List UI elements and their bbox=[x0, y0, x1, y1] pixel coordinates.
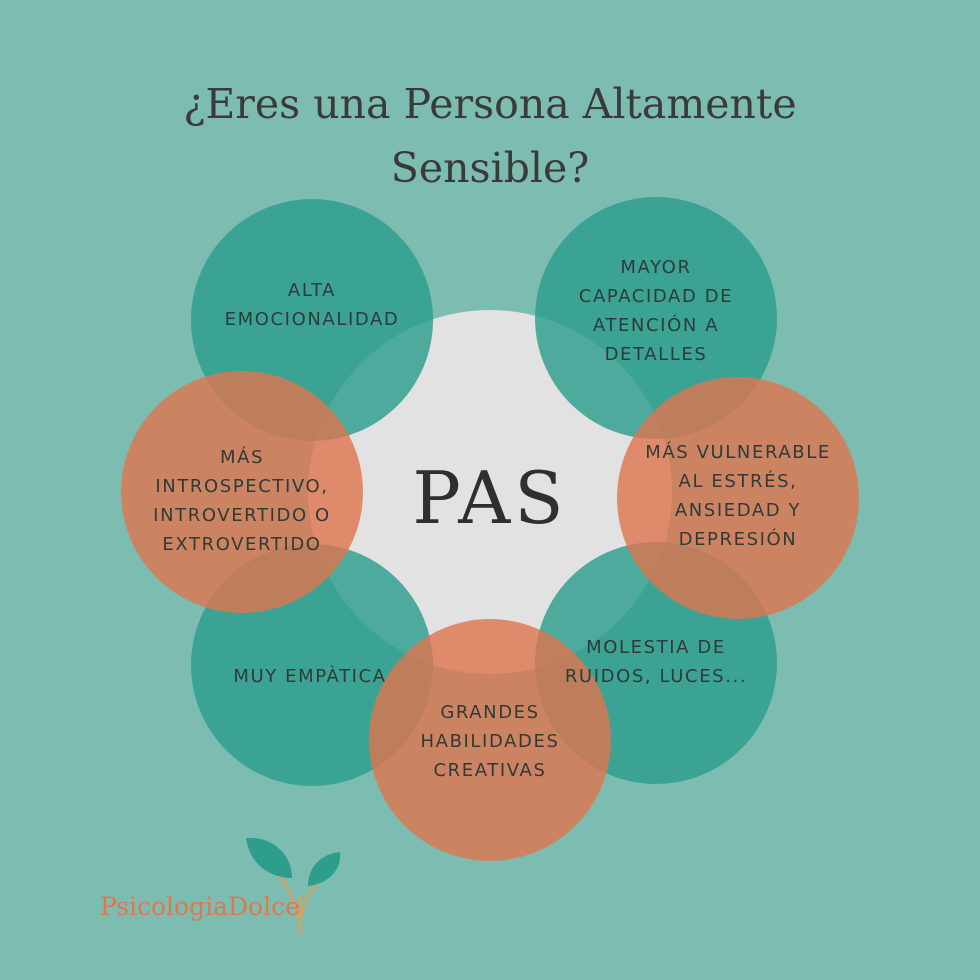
trait-line: CREATIVAS bbox=[433, 760, 547, 781]
trait-label-habilidades-creativas: GRANDES HABILIDADES CREATIVAS bbox=[380, 698, 600, 785]
page-title: ¿Eres una Persona Altamente Sensible? bbox=[90, 72, 890, 200]
trait-line: HABILIDADES bbox=[420, 731, 560, 752]
trait-line: MOLESTIA DE bbox=[586, 637, 726, 658]
trait-line: RUIDOS, LUCES... bbox=[564, 666, 748, 687]
center-label-pas: PAS bbox=[412, 456, 568, 540]
trait-circle-vulnerable-estres bbox=[617, 377, 859, 619]
trait-line: ATENCIÓN A bbox=[592, 315, 720, 336]
sprout-leaves-icon bbox=[246, 837, 341, 934]
trait-label-muy-empatica: MUY EMPÀTICA bbox=[200, 662, 420, 691]
trait-line: MÁS VULNERABLE bbox=[645, 442, 831, 463]
trait-line: ALTA bbox=[287, 280, 337, 301]
trait-line: INTROSPECTIVO, bbox=[155, 476, 329, 497]
trait-line: DEPRESIÓN bbox=[678, 529, 798, 550]
title-line-1: ¿Eres una Persona Altamente bbox=[183, 80, 797, 128]
trait-label-alta-emocionalidad: ALTA EMOCIONALIDAD bbox=[202, 276, 422, 334]
trait-label-atencion-detalles: MAYOR CAPACIDAD DE ATENCIÓN A DETALLES bbox=[546, 253, 766, 369]
trait-line: MUY EMPÀTICA bbox=[233, 666, 387, 687]
trait-circle-habilidades-creativas bbox=[369, 619, 611, 861]
trait-label-molestia-ruidos: MOLESTIA DE RUIDOS, LUCES... bbox=[546, 633, 766, 691]
trait-line: ANSIEDAD Y bbox=[674, 500, 802, 521]
trait-line: MÁS bbox=[219, 447, 265, 468]
trait-label-vulnerable-estres: MÁS VULNERABLE AL ESTRÉS, ANSIEDAD Y DEP… bbox=[628, 438, 848, 554]
trait-line: INTROVERTIDO O bbox=[153, 505, 331, 526]
brand-logo-text: PsicologiaDolce bbox=[100, 892, 300, 921]
trait-circle-introspectivo bbox=[121, 371, 363, 613]
trait-line: GRANDES bbox=[440, 702, 540, 723]
trait-circle-atencion-detalles bbox=[535, 197, 777, 439]
trait-label-introspectivo: MÁS INTROSPECTIVO, INTROVERTIDO O EXTROV… bbox=[132, 443, 352, 559]
trait-line: AL ESTRÉS, bbox=[678, 471, 798, 492]
trait-line: CAPACIDAD DE bbox=[578, 286, 734, 307]
trait-line: MAYOR bbox=[620, 257, 692, 278]
title-line-2: Sensible? bbox=[390, 144, 590, 192]
trait-line: DETALLES bbox=[604, 344, 708, 365]
trait-line: EXTROVERTIDO bbox=[162, 534, 322, 555]
trait-line: EMOCIONALIDAD bbox=[224, 309, 400, 330]
